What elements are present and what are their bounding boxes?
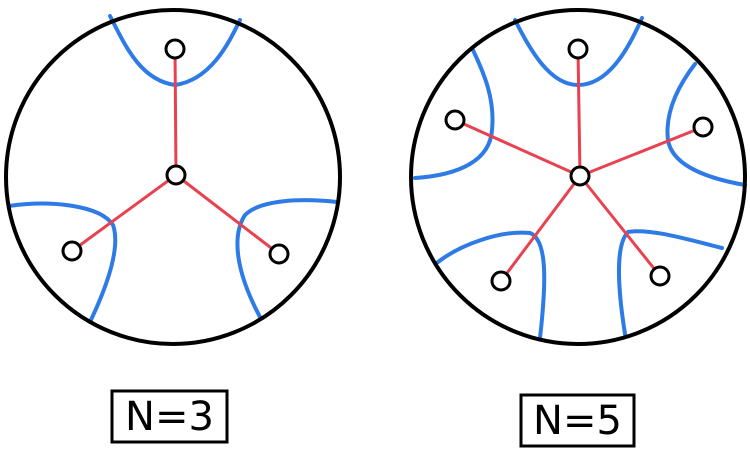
- boundary-curve: [413, 46, 495, 180]
- center-node: [569, 165, 591, 187]
- boundary-node: [444, 109, 466, 131]
- spoke: [576, 47, 582, 178]
- spoke: [174, 173, 281, 256]
- diagram-label: N=3: [125, 394, 214, 440]
- center-node: [165, 164, 187, 186]
- spoke: [578, 125, 705, 178]
- disk-outline: [4, 8, 342, 346]
- spoke: [453, 118, 582, 178]
- label-box: [110, 389, 229, 444]
- spoke: [499, 174, 582, 283]
- boundary-node: [692, 116, 714, 138]
- spoke: [578, 174, 662, 278]
- diagram-label: N=5: [533, 398, 622, 444]
- diagram-n5: N=5: [409, 8, 747, 448]
- diagram-n3: N=3: [4, 8, 342, 444]
- boundary-node: [567, 38, 589, 60]
- boundary-node: [164, 38, 186, 60]
- boundary-node: [61, 240, 83, 262]
- boundary-curve: [617, 229, 724, 336]
- boundary-node: [649, 265, 671, 287]
- boundary-node: [268, 243, 290, 265]
- boundary-curve: [436, 230, 547, 340]
- label-box: [519, 393, 636, 448]
- boundary-curve: [7, 201, 118, 324]
- boundary-node: [490, 270, 512, 292]
- boundary-curve: [235, 198, 339, 319]
- disk-outline: [409, 8, 747, 346]
- spoke: [70, 173, 178, 253]
- spoke: [173, 47, 178, 177]
